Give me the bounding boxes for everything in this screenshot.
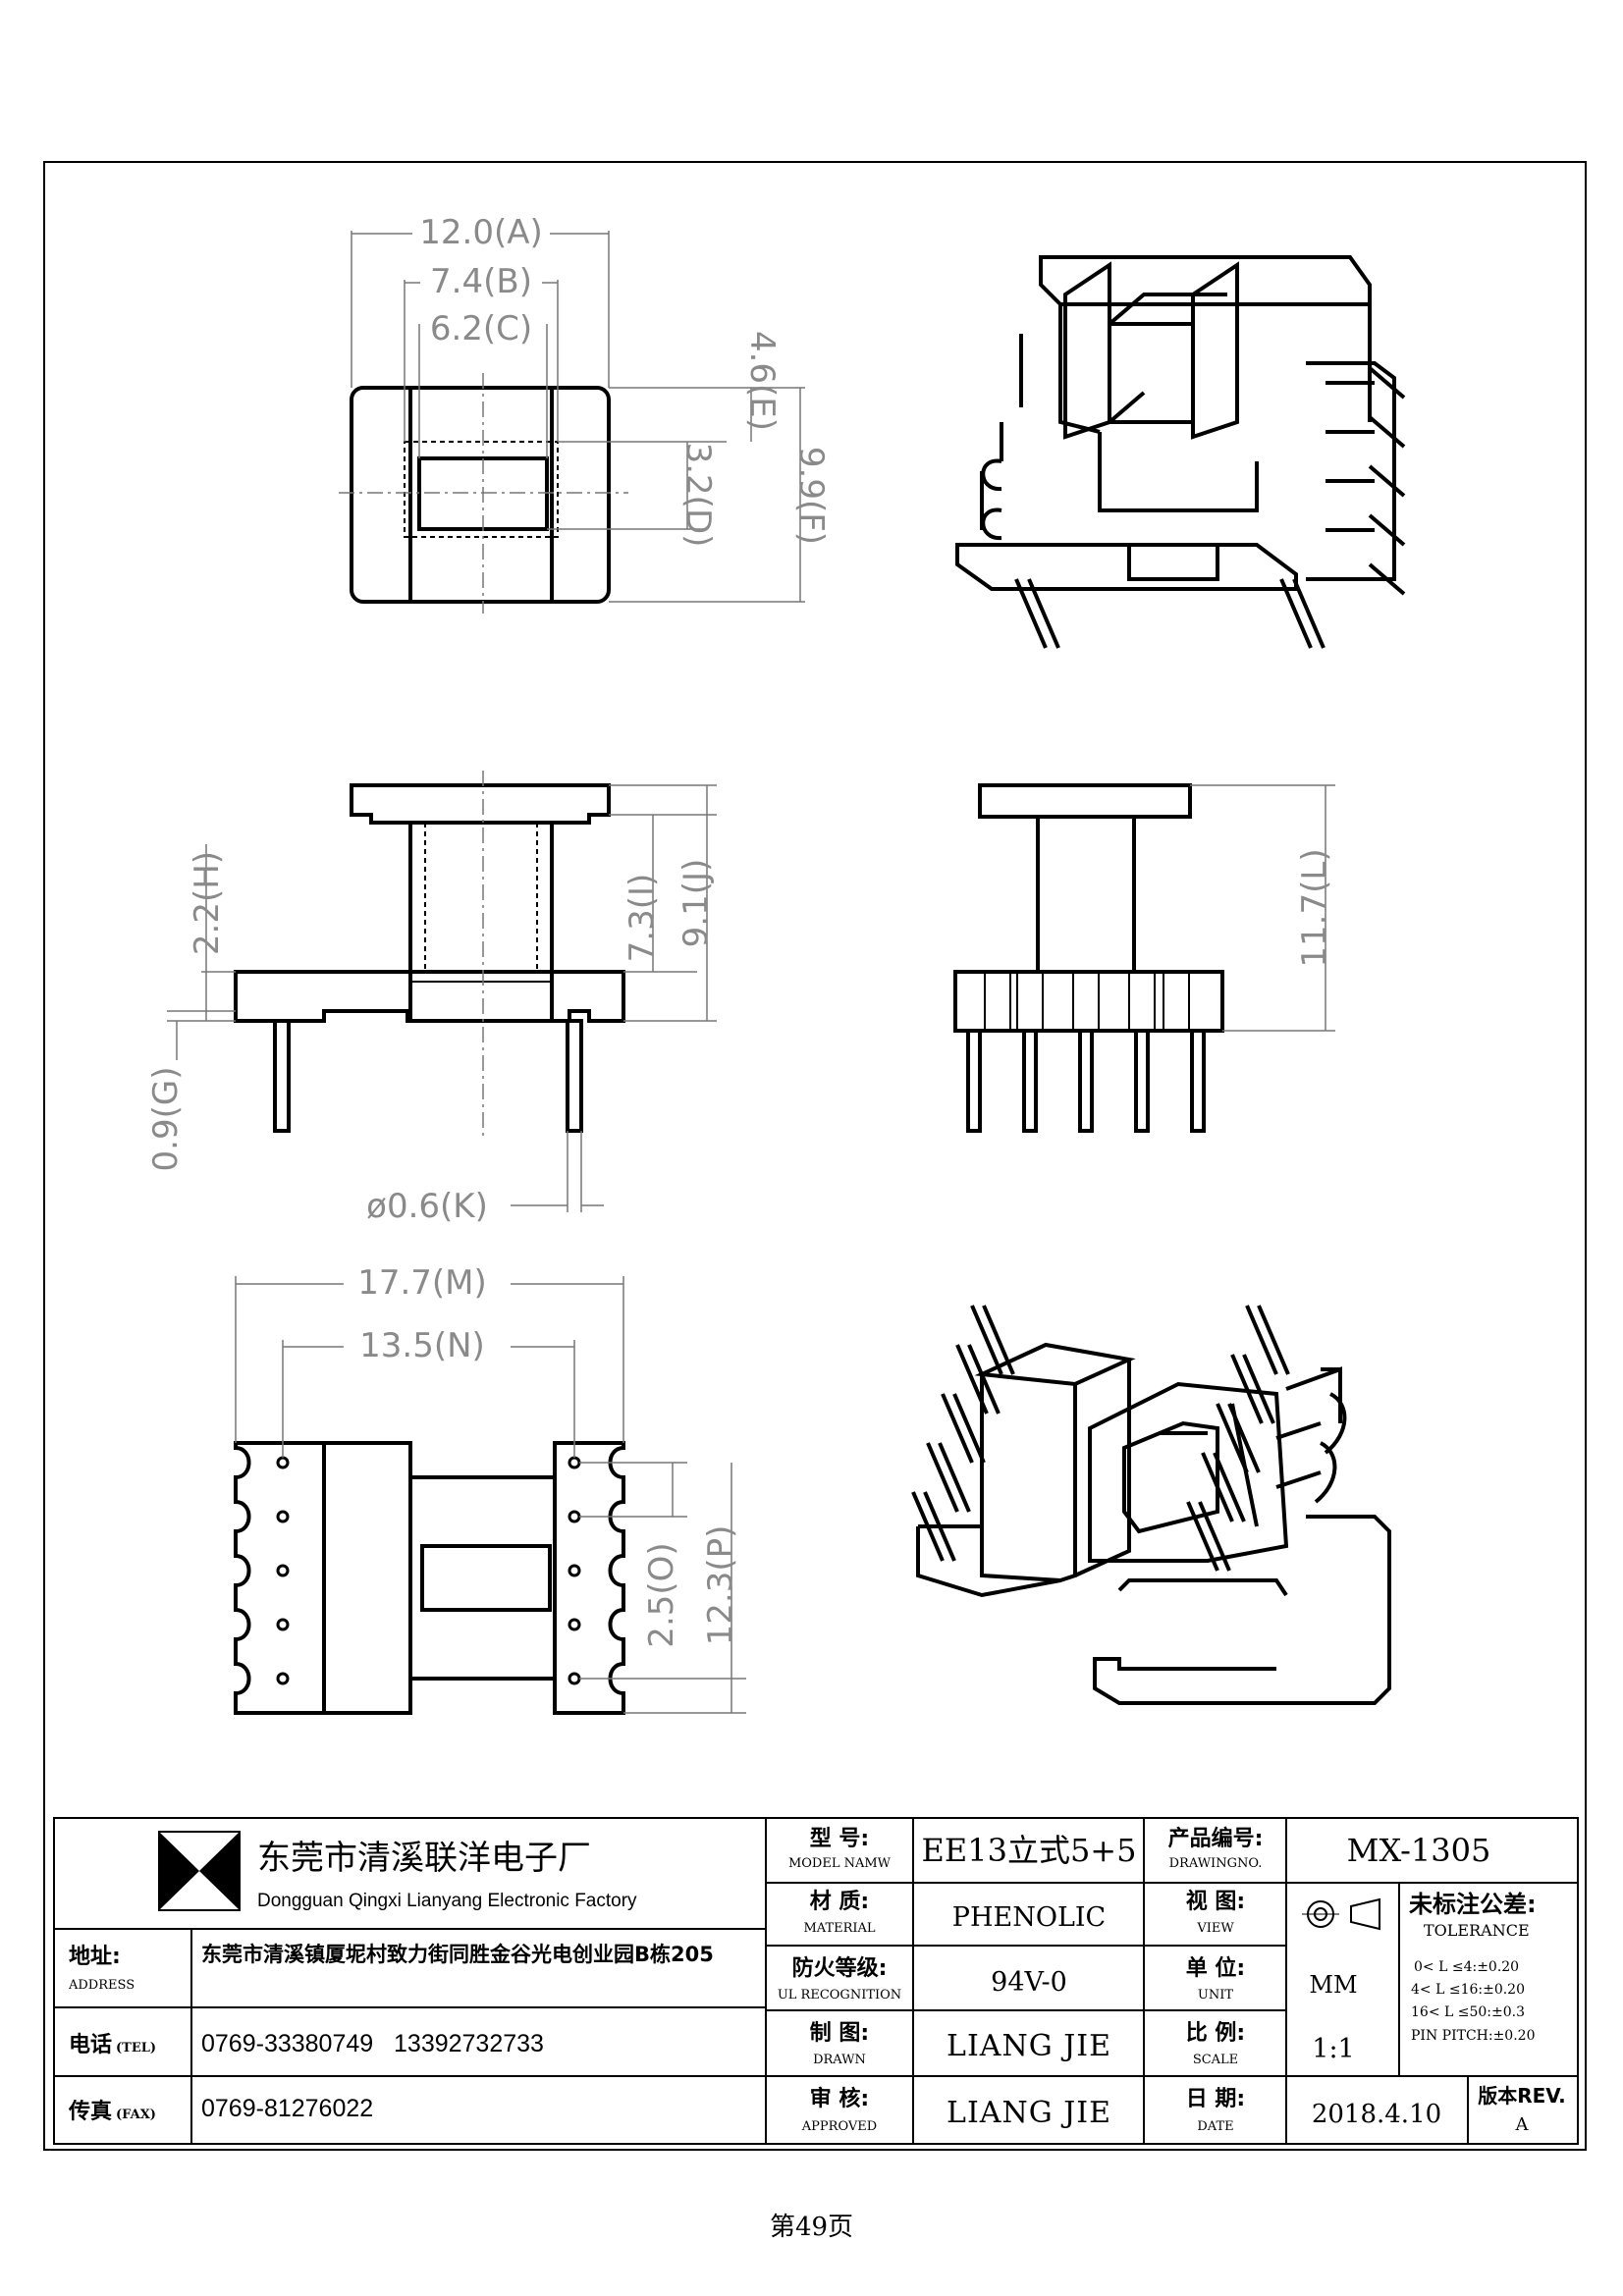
dim-k: ø0.6(K): [366, 1187, 488, 1226]
material-label-en: MATERIAL: [803, 1921, 875, 1936]
projection-symbol-icon: [1302, 1897, 1380, 1931]
view-label-en: VIEW: [1196, 1921, 1234, 1936]
scale-label-en: SCALE: [1193, 2053, 1238, 2067]
fax-label: 传真: [68, 2099, 112, 2124]
address-label: 地址:: [69, 1945, 121, 1969]
dim-h: 2.2(H): [188, 851, 227, 955]
side-view: 11.7(L): [953, 783, 1335, 1133]
isometric-view-bottom: [911, 1305, 1391, 1705]
material-value: PHENOLIC: [952, 1902, 1106, 1933]
model-label: 型 号:: [810, 1827, 869, 1851]
approved-label: 审 核:: [810, 2086, 869, 2111]
page-number: 第49页: [769, 2213, 854, 2242]
dim-b: 7.4(B): [430, 262, 532, 301]
unit-label: 单 位:: [1186, 1955, 1245, 1981]
approved-label-en: APPROVED: [801, 2119, 877, 2134]
date-label: 日 期:: [1186, 2087, 1245, 2111]
ul-label-en: UL RECOGNITION: [778, 1988, 901, 2002]
date-value: 2018.4.10: [1312, 2100, 1441, 2129]
approved-value: LIANG JIE: [947, 2096, 1111, 2130]
unit-label-en: UNIT: [1198, 1988, 1233, 2002]
dim-n: 13.5(N): [359, 1326, 485, 1365]
fax-value: 0769-81276022: [201, 2095, 373, 2122]
view-label: 视 图:: [1186, 1889, 1245, 1914]
company-logo: [158, 1831, 241, 1911]
drawing-no-label-en: DRAWINGNO.: [1169, 1856, 1263, 1871]
unit-value: MM: [1309, 1971, 1357, 1999]
tolerance-line-4: PIN PITCH:±0.20: [1411, 2028, 1535, 2044]
dim-e: 4.6(E): [742, 331, 782, 431]
title-block: 东莞市清溪联洋电子厂 Dongguan Qingxi Lianyang Elec…: [53, 1817, 1579, 2145]
company-name-en: Dongguan Qingxi Lianyang Electronic Fact…: [257, 1891, 637, 1911]
drawn-value: LIANG JIE: [947, 2029, 1111, 2063]
address-value: 东莞市清溪镇厦坭村致力街同胜金谷光电创业园B栋205: [201, 1943, 714, 1966]
scale-value: 1:1: [1312, 2034, 1354, 2064]
scale-label: 比 例:: [1186, 2021, 1245, 2046]
sheet-border: [43, 161, 1587, 2151]
dim-m: 17.7(M): [357, 1263, 487, 1303]
tel-label-en: (TEL): [116, 2041, 156, 2056]
dim-c: 6.2(C): [430, 309, 532, 348]
dim-p: 12.3(P): [701, 1525, 740, 1646]
material-label: 材 质:: [810, 1890, 869, 1914]
dim-i: 7.3(I): [622, 874, 662, 963]
tel-value: 0769-33380749 13392732733: [201, 2030, 544, 2057]
top-view: 12.0(A) 7.4(B) 6.2(C) 3.2(D) 4.6(E) 9.9(…: [339, 213, 831, 614]
tolerance-line-3: 16< L ≤50:±0.3: [1411, 2004, 1525, 2020]
dim-o: 2.5(O): [642, 1542, 681, 1647]
drawing-no-value: MX-1305: [1347, 1832, 1491, 1869]
ul-label: 防火等级:: [792, 1955, 888, 1981]
dim-d: 3.2(D): [678, 443, 718, 548]
drawing-no-label: 产品编号:: [1168, 1826, 1264, 1851]
tolerance-line-2: 4< L ≤16:±0.20: [1411, 1982, 1525, 1998]
front-view: 2.2(H) 0.9(G) 7.3(I) 9.1(J) ø0.6(K): [146, 771, 717, 1226]
dim-l: 11.7(L): [1295, 848, 1334, 967]
dim-j: 9.1(J): [676, 859, 716, 948]
drawn-label: 制 图:: [810, 2021, 869, 2046]
tolerance-line-1: 0< L ≤4:±0.20: [1414, 1959, 1519, 1975]
tolerance-label: 未标注公差:: [1409, 1891, 1537, 1918]
model-label-en: MODEL NAMW: [788, 1856, 892, 1871]
date-label-en: DATE: [1197, 2119, 1233, 2134]
drawn-label-en: DRAWN: [813, 2053, 866, 2067]
isometric-view-top: [955, 255, 1406, 649]
ul-value: 94V-0: [991, 1967, 1067, 1998]
tolerance-label-en: TOLERANCE: [1424, 1921, 1530, 1940]
address-label-en: ADDRESS: [68, 1978, 135, 1993]
bottom-view: 17.7(M) 13.5(N) 2.5(O) 12.3(P): [234, 1263, 746, 1715]
dim-g: 0.9(G): [146, 1067, 186, 1172]
dim-f: 9.9(F): [791, 447, 831, 545]
company-name-cn: 东莞市清溪联洋电子厂: [257, 1839, 591, 1878]
tel-label: 电话: [69, 2033, 112, 2057]
revision-label: 版本REV.: [1478, 2084, 1566, 2108]
fax-label-en: (FAX): [116, 2108, 156, 2122]
dim-a: 12.0(A): [419, 213, 543, 252]
model-value: EE13立式5+5: [922, 1832, 1137, 1869]
revision-value: A: [1515, 2114, 1530, 2135]
